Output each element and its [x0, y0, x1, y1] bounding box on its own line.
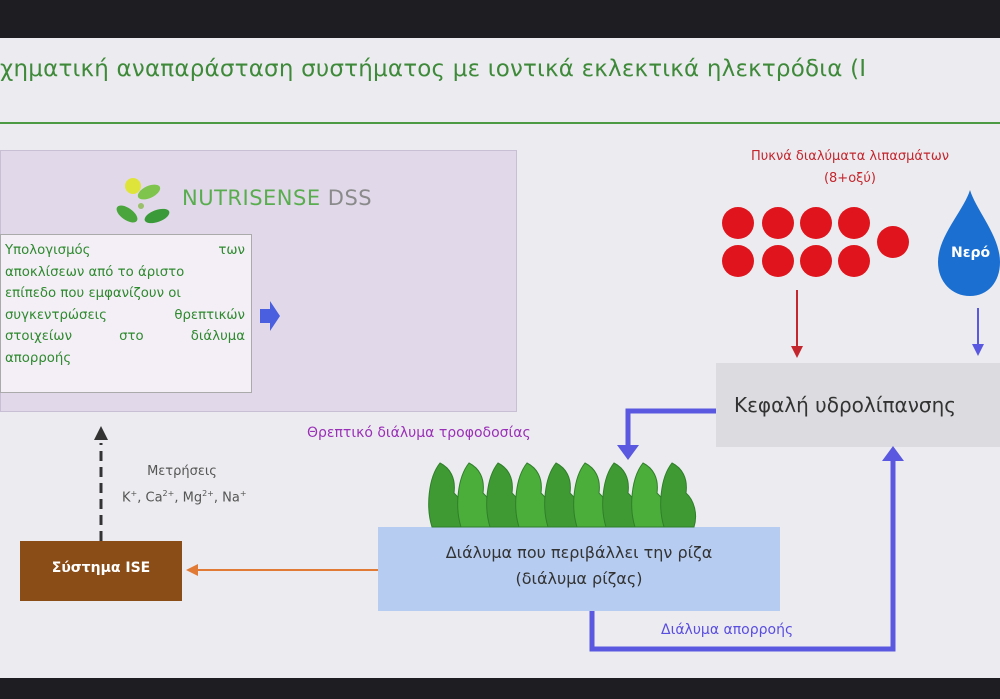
drainage-flow-line	[589, 458, 896, 652]
title-divider	[0, 122, 1000, 124]
diagram-connectors	[94, 207, 984, 652]
word: στο	[119, 329, 144, 344]
slide: χηματική αναπαράσταση συστήματος με ιοντ…	[0, 38, 1000, 678]
drainage-flow-arrowhead	[882, 446, 904, 461]
measurements-title: Μετρήσεις	[147, 464, 217, 479]
feed-solution-label: Θρεπτικό διάλυμα τροφοδοσίας	[307, 425, 531, 441]
fertilizer-dot-icon	[762, 207, 794, 239]
root-zone-box: Διάλυμα που περιβάλλει την ρίζα (διάλυμα…	[378, 527, 780, 611]
description-line: επίπεδο που εμφανίζουν οι	[5, 283, 245, 305]
water-drop-icon	[938, 190, 1000, 296]
ion: K	[122, 490, 131, 506]
description-line: Υπολογισμός των	[5, 240, 245, 262]
fertilizer-dot-icon	[838, 207, 870, 239]
word: απορροής	[5, 350, 72, 366]
ion-charge: 2+	[202, 489, 214, 498]
description-line: απορροής	[5, 348, 245, 370]
fertilizer-dot-icon	[800, 207, 832, 239]
fertilizer-dot-icon	[762, 245, 794, 277]
root-zone-line2: (διάλυμα ρίζας)	[515, 569, 643, 588]
arrow-right-icon	[260, 301, 280, 331]
drainage-label: Διάλυμα απορροής	[661, 622, 794, 638]
word: επίπεδο που εμφανίζουν οι	[5, 286, 181, 301]
ion: Mg	[182, 490, 203, 506]
fertilizer-label-line1: Πυκνά διαλύματα λιπασμάτων	[751, 149, 949, 164]
lettuce-icon	[660, 462, 697, 528]
water-label: Νερό	[951, 245, 991, 261]
word: διάλυμα	[190, 329, 245, 344]
fertilizer-label: Πυκνά διαλύματα λιπασμάτων (8+οξύ)	[715, 146, 985, 190]
word: συγκεντρώσεις	[5, 307, 107, 323]
ion: Ca	[145, 490, 163, 506]
measurements-ions: K+, Ca2+, Mg2+, Na+	[122, 489, 247, 506]
ion-charge: 2+	[162, 489, 175, 498]
description-line: αποκλίσεων από το άριστο	[5, 262, 245, 284]
feed-flow-arrowhead	[617, 445, 639, 460]
word: Υπολογισμός	[5, 243, 91, 258]
fertilizer-dot-icon	[877, 226, 909, 258]
brand-suffix: DSS	[320, 186, 373, 210]
ion: Na	[222, 490, 240, 506]
ise-system-box: Σύστημα ISE	[20, 541, 182, 601]
nutrisense-brand: NUTRISENSE DSS	[182, 186, 372, 210]
fertilizer-dots	[722, 207, 909, 277]
fertigation-head-label: Κεφαλή υδρολίπανσης	[734, 393, 957, 417]
description-line: συγκεντρώσεις θρεπτικών	[5, 305, 245, 327]
fertilizer-dot-icon	[722, 207, 754, 239]
fertilizer-dot-icon	[838, 245, 870, 277]
root-zone-line1: Διάλυμα που περιβάλλει την ρίζα	[445, 543, 713, 562]
sample-flow-arrowhead	[186, 564, 198, 576]
fertilizer-flow-arrowhead	[791, 346, 803, 358]
fertilizer-dot-icon	[722, 245, 754, 277]
fertigation-head-box: Κεφαλή υδρολίπανσης	[716, 363, 1000, 447]
ion-charge: +	[239, 489, 247, 498]
fertilizer-label-line2: (8+οξύ)	[823, 171, 877, 186]
ion-charge: +	[130, 489, 138, 498]
measurement-flow-arrowhead	[94, 426, 108, 440]
fertilizer-dot-icon	[800, 245, 832, 277]
slide-title: χηματική αναπαράσταση συστήματος με ιοντ…	[0, 56, 867, 82]
ise-system-label: Σύστημα ISE	[51, 560, 151, 576]
word: αποκλίσεων από το άριστο	[5, 264, 185, 280]
brand-main: NUTRISENSE	[182, 186, 321, 210]
description-line: στοιχείων στο διάλυμα	[5, 326, 245, 348]
feed-flow-line	[625, 408, 716, 448]
lettuce-row	[428, 462, 697, 528]
word: στοιχείων	[5, 329, 72, 344]
word: των	[218, 243, 245, 258]
nutrisense-logo-icon	[116, 178, 170, 224]
word: θρεπτικών	[174, 307, 245, 323]
measurements-label: Μετρήσεις K+, Ca2+, Mg2+, Na+	[122, 461, 247, 509]
water-flow-arrowhead	[972, 344, 984, 356]
